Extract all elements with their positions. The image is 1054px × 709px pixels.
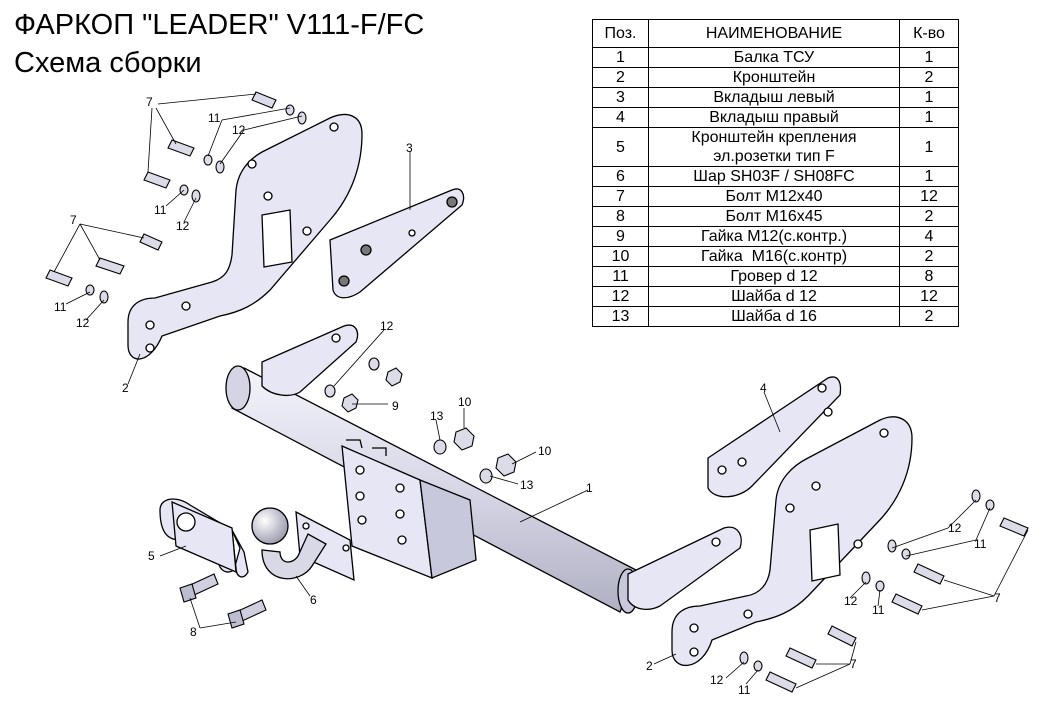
column-header-qty: К-во [899, 19, 959, 48]
left-bracket [127, 113, 363, 360]
callout-11-left-low: 11 [54, 300, 67, 314]
callout-3: 3 [406, 141, 413, 155]
callout-10-upper: 10 [458, 395, 472, 409]
callout-7-right-low: 7 [850, 657, 857, 671]
callout-2-right: 2 [646, 659, 653, 673]
callout-11-right-mid: 11 [872, 603, 885, 617]
callout-9: 9 [392, 399, 399, 413]
callout-11-left-top: 11 [208, 111, 221, 125]
callout-12-left-mid: 12 [176, 219, 190, 233]
callout-8: 8 [190, 625, 197, 639]
cell-qty: 8 [899, 266, 959, 287]
callout-11-left-mid: 11 [154, 203, 167, 217]
right-insert [707, 376, 842, 498]
callout-12-left-top: 12 [232, 123, 246, 137]
hardware-right [739, 489, 1029, 693]
callout-6: 6 [310, 593, 317, 607]
leader-lines [53, 93, 1029, 689]
callout-11-right-low: 11 [738, 683, 751, 697]
cell-name: Болт М12х40 [648, 186, 900, 207]
callout-12-right-top: 12 [948, 521, 962, 535]
page-subtitle: Схема сборки [14, 47, 202, 79]
hardware-center [324, 357, 517, 484]
callout-1: 1 [586, 481, 593, 495]
callout-11-right-top: 11 [974, 537, 987, 551]
callout-5: 5 [148, 549, 155, 563]
socket-bracket [159, 498, 249, 578]
callout-7-right-top: 7 [994, 591, 1001, 605]
left-insert [329, 188, 465, 299]
cell-name: Вкладыш правый [648, 107, 900, 128]
callout-7-left-mid: 7 [70, 213, 77, 227]
cell-pos: 13 [592, 306, 649, 327]
parts-table-header-row: Поз. НАИМЕНОВАНИЕ К-во [592, 19, 959, 48]
callout-12-left-low: 12 [76, 316, 90, 330]
callout-12-right-low: 12 [710, 673, 724, 687]
right-bracket [671, 416, 913, 666]
cell-qty: 2 [899, 67, 959, 88]
cell-name: Вкладыш левый [648, 87, 900, 108]
bolt-m16-upper [179, 573, 219, 603]
callout-7-left-top: 7 [146, 95, 153, 109]
hardware-left-top [45, 91, 307, 304]
bolt-m16-lower [227, 599, 267, 629]
callout-2-left: 2 [122, 381, 129, 395]
callout-13-lower: 13 [520, 478, 534, 492]
callout-13-upper: 13 [430, 409, 444, 423]
cell-name: Шайба d 16 [648, 306, 900, 327]
column-header-pos: Поз. [592, 19, 649, 48]
cell-qty: 12 [899, 186, 959, 207]
cell-name: Шар SH03F / SH08FC [648, 166, 900, 187]
page-title: ФАРКОП "LEADER" V111-F/FC [14, 9, 425, 41]
callout-4: 4 [760, 381, 767, 395]
callout-12-center: 12 [380, 319, 394, 333]
tow-ball [251, 507, 355, 582]
cell-qty: 1 [899, 127, 959, 167]
cell-qty: 2 [899, 306, 959, 327]
callout-10-lower: 10 [538, 444, 552, 458]
ball-mount-plate [341, 439, 477, 580]
callout-12-right-mid: 12 [844, 594, 858, 608]
cell-name: Балка ТСУ [648, 47, 900, 68]
